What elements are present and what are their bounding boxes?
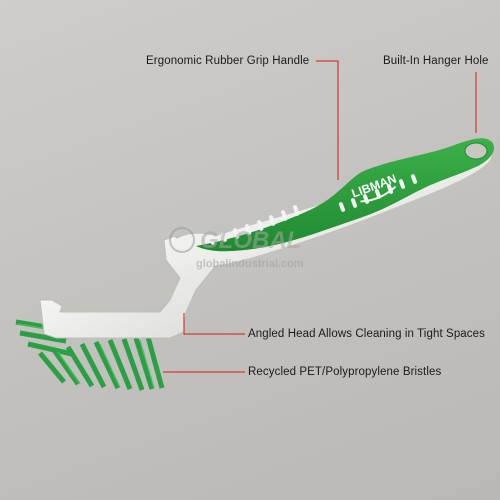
hanger-hole [464,142,488,160]
watermark: GLOBAL globalindustrial.com [169,227,304,270]
callout-grip-handle: Ergonomic Rubber Grip Handle [146,55,310,67]
leader-line-grip [316,60,339,180]
leader-lines [163,60,477,373]
grip-ridges [209,174,418,245]
bristles [15,319,165,391]
callout-hanger-hole: Built-In Hanger Hole [383,55,489,67]
leader-line-head [183,313,245,335]
watermark-logo: GLOBAL [200,227,301,254]
logo-swoosh [360,185,397,203]
callout-angled-head: Angled Head Allows Cleaning in Tight Spa… [248,328,486,340]
watermark-site: globalindustrial.com [196,258,304,270]
handle-grip [196,138,495,252]
callout-bristles: Recycled PET/Polypropylene Bristles [248,366,442,378]
watermark-globe-icon [169,227,195,253]
